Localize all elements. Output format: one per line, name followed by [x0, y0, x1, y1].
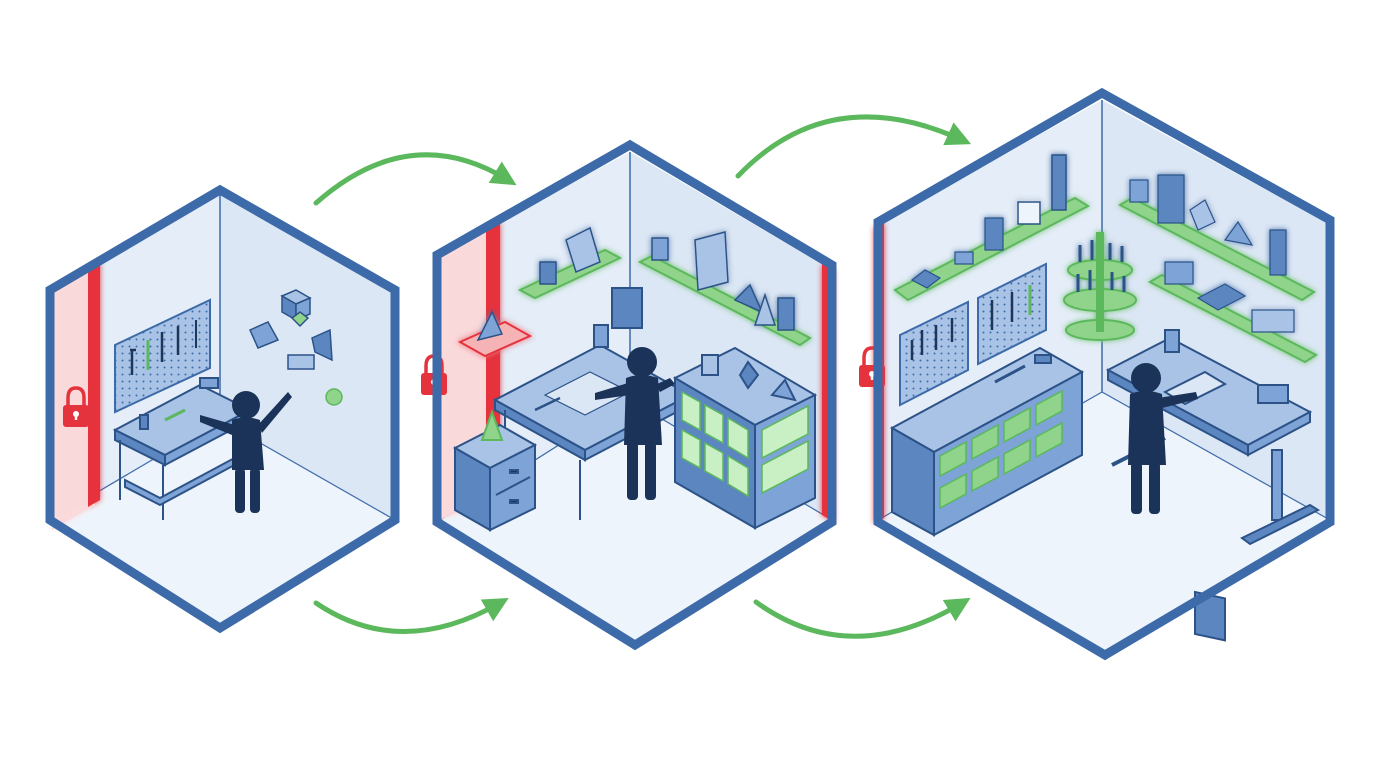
stage-3-tool-carousel: [1063, 232, 1137, 341]
lock-icon: [63, 386, 89, 427]
stage-3-green-shelf-left: [893, 154, 1091, 302]
stage-2: [421, 139, 837, 651]
stage-1: [45, 184, 400, 634]
stage-2-green-shelf-left: [517, 226, 623, 300]
stage-3-storage-cabinet: [889, 346, 1085, 537]
stage-1-frame: [45, 184, 400, 634]
stage-3-green-shelf-right-bottom: [1147, 261, 1319, 364]
stage-1-locked-wall: [52, 262, 100, 530]
stage-2-green-shelf-right: [637, 231, 812, 347]
arrow-bottom-2-to-3: [753, 597, 971, 639]
stage-3-frame: [873, 87, 1335, 661]
stage-2-drawer-cabinet: [452, 409, 538, 532]
stage-1-child-figure: [200, 391, 292, 513]
arrow-top-2-to-3: [735, 114, 972, 179]
stage-2-frame: [432, 139, 837, 651]
arrow-bottom-1-to-2: [313, 598, 509, 634]
arrows: [313, 114, 972, 639]
stage-3-child-figure: [1128, 363, 1198, 514]
stage-3-green-shelf-right-top: [1117, 174, 1316, 302]
stage-2-child-figure: [595, 347, 675, 500]
stage-1-floating-blocks: [249, 289, 343, 406]
stage-2-cube-shelf: [672, 346, 818, 530]
arrow-top-1-to-2: [313, 152, 517, 206]
stage-3-pegboard-left: [899, 300, 969, 407]
stage-3-pegboard-right: [977, 262, 1047, 366]
stage-3: [859, 87, 1335, 661]
stage-2-locked-shelf: [457, 310, 533, 358]
stage-1-pegboard: [114, 298, 211, 414]
